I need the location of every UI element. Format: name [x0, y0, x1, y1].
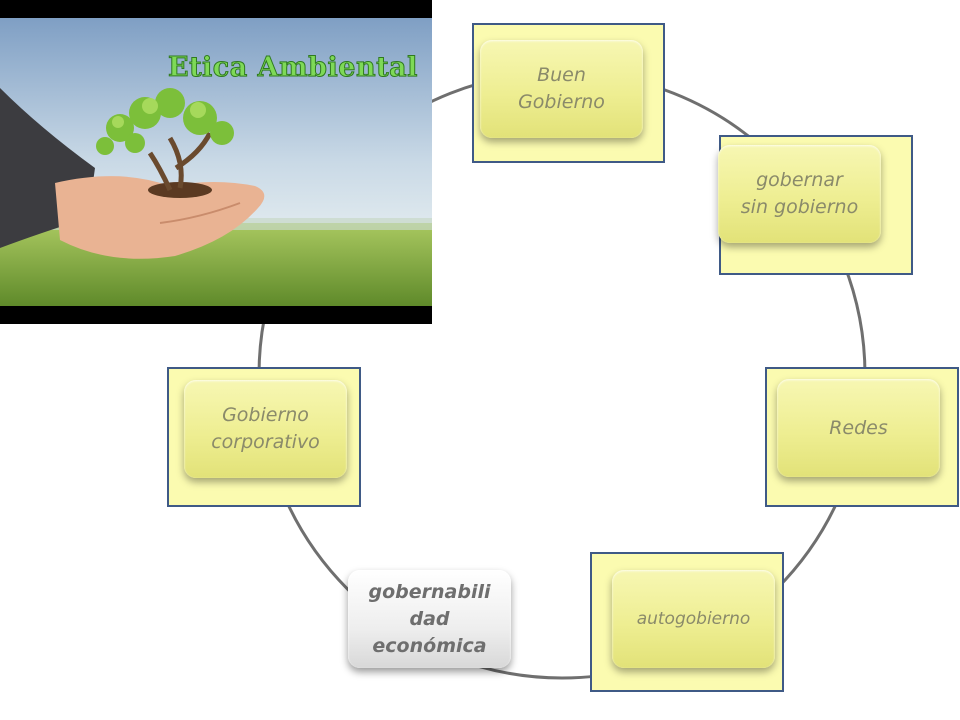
- node-gobernabilidad-economica: gobernabili dad económica: [348, 570, 511, 668]
- node-buen-gobierno: Buen Gobierno: [480, 40, 643, 138]
- node-label: Buen Gobierno: [518, 64, 605, 113]
- node-label: Redes: [829, 416, 888, 439]
- node-label: Gobierno corporativo: [211, 404, 320, 453]
- node-autogobierno: autogobierno: [612, 570, 775, 668]
- node-label: gobernabili dad económica: [368, 580, 491, 657]
- node-label: gobernar sin gobierno: [740, 169, 859, 218]
- node-redes: Redes: [777, 379, 940, 477]
- photo-title: Etica Ambiental: [168, 52, 418, 84]
- node-gobernar-sin-gobierno: gobernar sin gobierno: [718, 145, 881, 243]
- node-gobierno-corporativo: Gobierno corporativo: [184, 380, 347, 478]
- node-label: autogobierno: [636, 608, 751, 629]
- etica-ambiental-photo: Etica Ambiental: [0, 0, 432, 324]
